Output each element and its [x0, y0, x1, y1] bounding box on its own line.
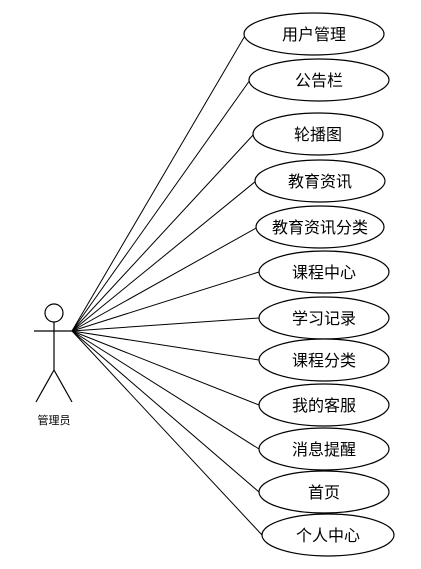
- use-case-label: 首页: [308, 483, 340, 502]
- use-case-label: 用户管理: [282, 25, 346, 44]
- association-line: [71, 271, 260, 332]
- association-line: [71, 180, 257, 332]
- association-line: [71, 33, 247, 332]
- use-case-edu-news: 教育资讯: [254, 159, 386, 203]
- associations: [71, 33, 263, 536]
- use-case-label: 我的客服: [292, 396, 356, 415]
- association-line: [71, 330, 263, 536]
- use-case-label: 课程分类: [292, 351, 356, 370]
- association-line: [71, 79, 251, 332]
- actor-label: 管理员: [38, 413, 71, 427]
- use-case-course-center: 课程中心: [258, 250, 390, 294]
- actor-left-leg: [35, 369, 55, 403]
- association-line: [71, 330, 260, 493]
- association-line: [71, 133, 255, 332]
- use-case-bulletin: 公告栏: [248, 58, 390, 102]
- use-case-message-reminder: 消息提醒: [258, 427, 390, 471]
- use-case-label: 个人中心: [296, 526, 360, 545]
- use-case-label: 公告栏: [295, 71, 343, 90]
- association-line: [71, 330, 260, 361]
- use-case-label: 轮播图: [294, 125, 342, 144]
- use-case-label: 学习记录: [292, 309, 356, 328]
- use-case-course-category: 课程分类: [258, 338, 390, 382]
- use-case-label: 教育资讯: [288, 172, 352, 191]
- association-line: [71, 317, 260, 332]
- use-case-customer-service: 我的客服: [258, 383, 390, 427]
- use-case-study-records: 学习记录: [258, 296, 390, 340]
- association-line: [71, 226, 259, 332]
- use-case-edu-news-category: 教育资讯分类: [255, 205, 385, 249]
- use-case-carousel: 轮播图: [252, 112, 384, 156]
- use-case-label: 课程中心: [292, 263, 356, 282]
- association-line: [71, 330, 260, 450]
- use-case-label: 消息提醒: [292, 440, 356, 459]
- actor-right-leg: [53, 369, 73, 403]
- use-case-users: 用户管理: [243, 12, 385, 56]
- use-case-home: 首页: [258, 470, 390, 514]
- association-line: [71, 330, 260, 406]
- use-case-label: 教育资讯分类: [272, 218, 368, 237]
- actor-admin: 管理员: [34, 303, 73, 427]
- actor-head: [44, 303, 64, 323]
- use-case-personal-center: 个人中心: [261, 513, 395, 557]
